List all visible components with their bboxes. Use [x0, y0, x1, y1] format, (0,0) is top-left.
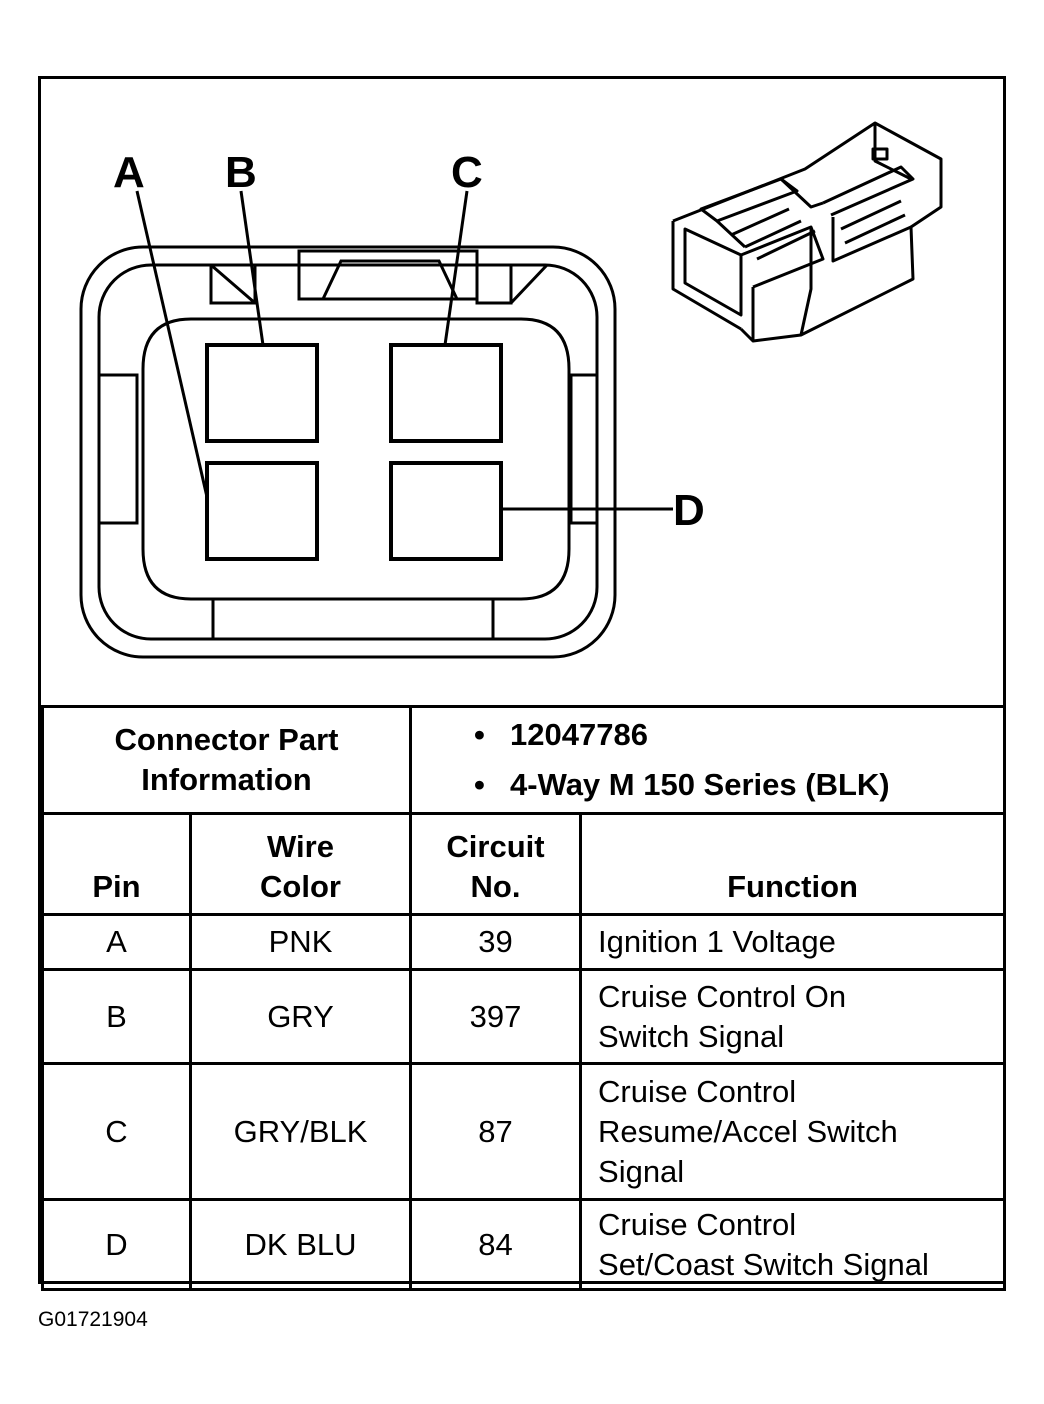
pin-label-b: B	[225, 148, 257, 197]
connector-info-label: Connector Part Information	[40, 705, 413, 815]
column-header-row: Pin Wire Color Circuit No. Function	[41, 812, 1007, 916]
bottom-rib	[211, 599, 495, 639]
connector-inner-cavity	[141, 317, 571, 601]
pin-cavity-c	[389, 343, 503, 443]
connector-pinout-table: Connector Part Information •12047786 •4-…	[40, 705, 1007, 1291]
wire-color-cell: PNK	[188, 913, 413, 971]
connector-illustration	[671, 121, 943, 343]
header-function: Function	[579, 812, 1007, 916]
circuit-cell: 397	[409, 968, 583, 1065]
connector-figure-frame: A B C D	[38, 76, 1007, 1291]
pin-cell: A	[41, 913, 192, 971]
wire-color-cell: DK BLU	[188, 1198, 413, 1291]
pin-cell: B	[41, 968, 192, 1065]
table-row: B GRY 397 Cruise Control On Switch Signa…	[41, 968, 1007, 1065]
header-circuit-no: Circuit No.	[409, 812, 583, 916]
leader-a	[135, 190, 209, 498]
table-row: C GRY/BLK 87 Cruise Control Resume/Accel…	[41, 1062, 1007, 1201]
circuit-cell: 39	[409, 913, 583, 971]
pin-label-d: D	[673, 486, 705, 535]
top-right-notch	[475, 263, 549, 305]
leader-c	[443, 190, 469, 346]
pin-cell: C	[41, 1062, 192, 1201]
function-cell: Cruise Control On Switch Signal	[579, 968, 1007, 1065]
wire-color-cell: GRY	[188, 968, 413, 1065]
circuit-cell: 84	[409, 1198, 583, 1291]
function-cell: Cruise Control Resume/Accel Switch Signa…	[579, 1062, 1007, 1201]
pin-label-c: C	[451, 148, 483, 197]
figure-id: G01721904	[38, 1308, 148, 1331]
table-row: D DK BLU 84 Cruise Control Set/Coast Swi…	[41, 1198, 1007, 1291]
top-left-notch	[209, 263, 257, 305]
wire-color-cell: GRY/BLK	[188, 1062, 413, 1201]
header-wire-color: Wire Color	[188, 812, 413, 916]
function-cell: Ignition 1 Voltage	[579, 913, 1007, 971]
connector-housing-mid	[97, 263, 599, 641]
pin-cavity-a	[205, 461, 319, 561]
pin-cavity-b	[205, 343, 319, 443]
function-cell: Cruise Control Set/Coast Switch Signal	[579, 1198, 1007, 1291]
connector-info-item: •12047786	[474, 717, 648, 752]
pin-cell: D	[41, 1198, 192, 1291]
top-lock-ramp	[321, 259, 459, 300]
table-row: A PNK 39 Ignition 1 Voltage	[41, 913, 1007, 971]
pin-cavity-d	[389, 461, 503, 561]
connector-housing-outer	[79, 245, 617, 659]
left-key	[99, 373, 139, 525]
connector-info-values: •12047786 •4-Way M 150 Series (BLK)	[409, 705, 1007, 815]
connector-info-item: •4-Way M 150 Series (BLK)	[474, 767, 890, 802]
leader-b	[239, 190, 265, 346]
right-key	[569, 373, 597, 525]
pin-label-a: A	[113, 148, 145, 197]
connector-face-diagram: A B C D	[79, 121, 943, 659]
connector-info-row: Connector Part Information •12047786 •4-…	[40, 705, 1007, 815]
header-pin: Pin	[41, 812, 192, 916]
circuit-cell: 87	[409, 1062, 583, 1201]
